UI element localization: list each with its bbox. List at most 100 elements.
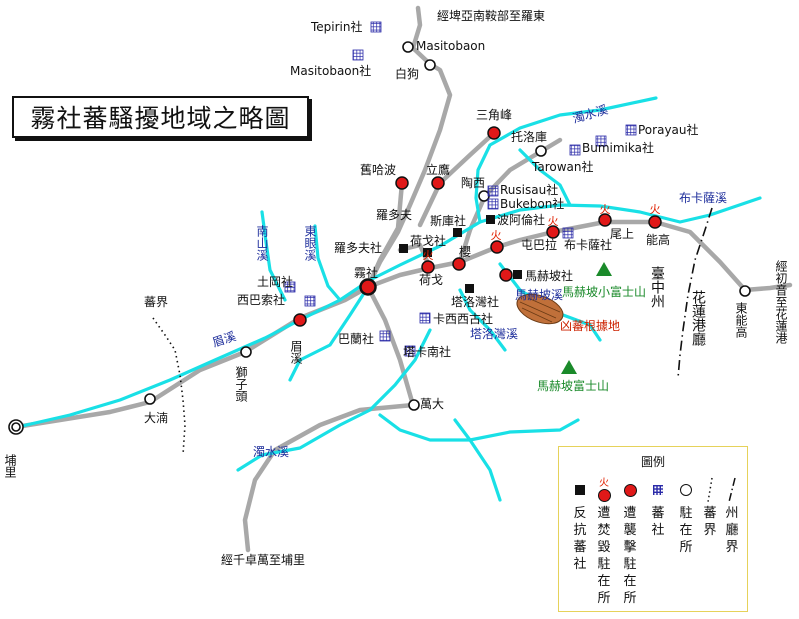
label-river-mahebo: 馬赫坡溪 — [515, 288, 563, 302]
red-dot-icon — [597, 488, 611, 502]
label-fuji: 馬赫坡富士山 — [537, 378, 609, 393]
fanjie-boundary — [152, 317, 186, 456]
boundaries — [152, 207, 713, 456]
legend: 圖例 反抗蕃社 火 遭焚毀駐在所 遭襲擊駐在所 蕃社 駐在所 蕃界 — [558, 446, 748, 612]
label-porayau: Porayau社 — [638, 122, 699, 137]
label-hegeshe: 荷戈社 — [410, 233, 446, 248]
label-ying: 櫻 — [459, 244, 471, 259]
label-river-bukasa: 布卡薩溪 — [679, 191, 727, 205]
label-river-zhuoshui-s: 濁水溪 — [253, 445, 289, 459]
label-masitobaon-she: Masitobaon社 — [290, 63, 371, 78]
label-river-meixi: 眉溪 — [211, 329, 238, 350]
road-note-east: 經初音至花蓮港 — [774, 260, 788, 344]
legend-item-station: 駐在所 — [673, 475, 699, 556]
label-hege: 荷戈 — [419, 273, 443, 287]
river-tuoluoku — [518, 148, 572, 207]
label-kaxixigu: 卡西西古社 — [433, 311, 493, 326]
river-south — [236, 328, 432, 472]
white-dot-icon — [680, 484, 692, 496]
label-tunbala: 屯巴拉 — [521, 237, 557, 252]
label-tuoluoku: 托洛庫 — [511, 129, 547, 144]
label-masitobaon: Masitobaon — [416, 39, 485, 53]
road-wushe-luoduofu — [365, 180, 405, 290]
label-weishang: 尾上 — [610, 227, 634, 241]
map-title: 霧社蕃騷擾地域之略圖 — [30, 104, 291, 133]
river-zhuoshui-north — [474, 96, 658, 224]
label-bumimika: Bumimika社 — [582, 140, 654, 155]
label-river-taluowan: 塔洛灣溪 — [470, 326, 518, 341]
label-xibasuo: 西巴索社 — [237, 292, 285, 307]
label-taizhong: 臺中州 — [649, 266, 665, 308]
label-nenggao: 能高 — [646, 232, 670, 247]
tribes — [284, 21, 637, 357]
label-wushe: 霧社 — [354, 265, 378, 280]
resisting-tribes — [399, 215, 522, 293]
legend-item-attacked: 遭襲擊駐在所 — [617, 475, 643, 607]
label-tepirin: Tepirin社 — [310, 19, 363, 34]
peak-icon — [561, 360, 577, 374]
rivers — [20, 96, 762, 502]
label-sikushe: 斯庫社 — [430, 213, 466, 228]
label-wanda: 萬大 — [420, 397, 444, 411]
svg-text:火: 火 — [650, 203, 661, 216]
label-luoduofushe: 羅多夫社 — [334, 240, 382, 255]
label-sanjiaofeng: 三角峰 — [476, 108, 512, 122]
label-taluowan: 塔洛灣社 — [451, 294, 499, 309]
legend-item-tribe: 蕃社 — [645, 475, 671, 539]
label-hualian: 花蓮港廳 — [690, 290, 706, 347]
legend-item-state: 州廳界 — [719, 475, 745, 556]
label-taoxi: 陶西 — [461, 175, 485, 190]
label-boahelun: 波阿倫社 — [497, 212, 545, 227]
label-dongnenggao-v: 東能高 — [734, 302, 748, 339]
legend-item-fanjie: 蕃界 — [697, 475, 723, 539]
river-main — [20, 196, 762, 428]
place-labels: 經埤亞南鞍部至羅東 Tepirin社 Masitobaon Masitobaon… — [144, 8, 699, 567]
road-wanda — [365, 284, 416, 408]
label-small-fuji: 馬赫坡小富士山 — [562, 284, 646, 299]
label-river-nanshan: 南山溪 — [255, 224, 269, 261]
label-tugang: 土岡社 — [257, 274, 293, 289]
label-luoduofu: 羅多夫 — [376, 208, 412, 222]
legend-item-resisting: 反抗蕃社 — [567, 475, 593, 573]
river-dongyan — [313, 224, 342, 302]
label-fanjie: 蕃界 — [144, 295, 168, 309]
river-wanda — [378, 413, 580, 442]
label-baigou: 白狗 — [395, 66, 419, 81]
label-dadi: 大湳 — [144, 410, 168, 425]
peaks — [561, 262, 612, 374]
state-boundary — [677, 207, 713, 379]
police-stations — [8, 41, 751, 435]
red-dot-icon — [623, 483, 637, 497]
vertical-labels: 埔里 獅子頭 眉溪 東能高 經初音至花蓮港 — [3, 260, 788, 478]
river-wushe-south — [288, 285, 370, 382]
label-river-zhuoshui-n: 濁水溪 — [571, 102, 609, 125]
svg-text:火: 火 — [491, 229, 502, 242]
label-bukasa: 布卡薩社 — [564, 237, 612, 252]
road-puli-wushe — [13, 284, 371, 430]
attacked-stations — [293, 126, 662, 327]
label-rusisau: Rusisau社 — [500, 182, 558, 197]
label-puli: 埔里 — [3, 454, 17, 478]
label-mahebopo: 馬赫坡社 — [525, 268, 573, 283]
label-tarowan: Tarowan社 — [531, 159, 593, 174]
label-shizitou: 獅子頭 — [234, 366, 248, 403]
dash-dot-line-icon — [728, 477, 736, 503]
label-takanan: 塔卡南社 — [403, 344, 451, 359]
label-river-dongyan: 東眼溪 — [303, 225, 317, 261]
river-nanshan — [260, 210, 287, 302]
feature-labels: 馬赫坡小富士山 馬赫坡富士山 凶蕃根據地 — [537, 284, 646, 393]
state-labels: 臺中州 花蓮港廳 — [649, 266, 706, 347]
river-wanda-branch — [453, 418, 502, 502]
blue-grid-icon — [653, 485, 663, 495]
label-meixi-vertical: 眉溪 — [289, 340, 303, 364]
dotted-line-icon — [707, 477, 713, 503]
fire-marks: 火 火 火 火 火 — [423, 203, 661, 262]
road-wushe-nenggao — [365, 219, 793, 293]
fire-icon: 火 — [599, 477, 609, 489]
map-title-box: 霧社蕃騷擾地域之略圖 — [12, 96, 309, 138]
label-hideout: 凶蕃根據地 — [560, 319, 620, 333]
river-taluowan — [458, 288, 507, 352]
road-south — [242, 402, 416, 553]
road-note-south: 經千卓萬至埔里 — [221, 553, 305, 567]
